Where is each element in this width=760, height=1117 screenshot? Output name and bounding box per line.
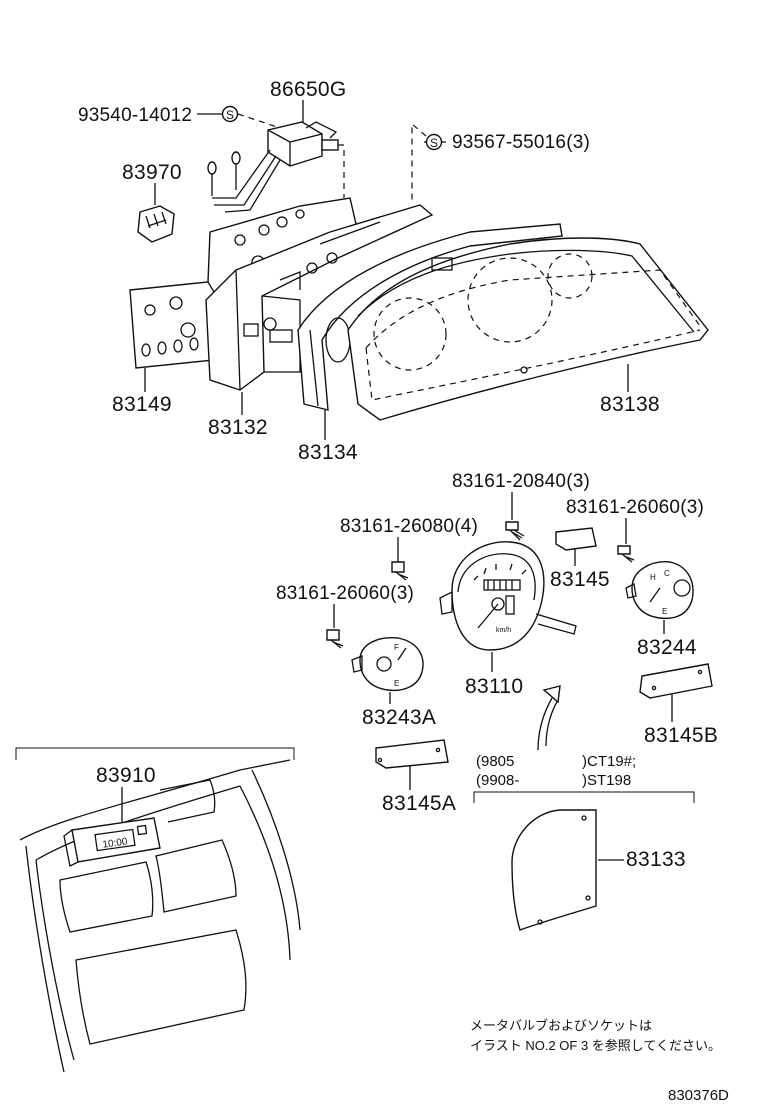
svg-text:E: E [662, 607, 667, 616]
svg-text:S: S [226, 108, 234, 122]
connector-83970-icon [137, 205, 175, 243]
note-line-1: メータバルブおよびソケットは [470, 1018, 652, 1033]
label-83161-26080: 83161-26080(4) [340, 516, 478, 537]
label-83145A: 83145A [382, 792, 456, 815]
label-83138: 83138 [600, 393, 660, 416]
plate-83145A-icon [375, 739, 449, 769]
speedometer-83110-icon: km/h [439, 541, 577, 651]
label-83145: 83145 [550, 568, 610, 591]
label-83910: 83910 [96, 764, 156, 787]
gauge-83243A-icon: F E [351, 637, 424, 692]
curved-arrow-icon [537, 685, 561, 751]
svg-text:H: H [650, 573, 656, 582]
label-86650G: 86650G [270, 78, 347, 101]
label-83145B: 83145B [644, 724, 718, 747]
screw-83161-26060-left-icon [326, 629, 344, 649]
screw-83161-26060-right-icon [617, 545, 635, 563]
label-83149: 83149 [112, 393, 172, 416]
label-83161-26060-right: 83161-26060(3) [566, 497, 704, 518]
svg-text:F: F [394, 643, 399, 652]
clock-inset-bracket [15, 747, 295, 760]
plate-83145B-icon [639, 663, 713, 699]
applicability-row2-to: )ST198 [582, 772, 631, 789]
plate-83133-icon [511, 809, 597, 931]
screw-symbol-icon: S [425, 133, 443, 151]
applicability-bracket [473, 791, 695, 803]
applicability-row1-from: (9805 [476, 753, 514, 770]
bracket-83145-icon [555, 527, 597, 551]
lens-83138-icon [347, 237, 709, 421]
label-93540-14012: 93540-14012 [78, 105, 192, 126]
clock-83910-icon: 10:00 [63, 817, 161, 867]
svg-text:C: C [664, 569, 670, 578]
svg-text:E: E [394, 679, 399, 688]
label-83134: 83134 [298, 441, 358, 464]
screw-symbol-icon: S [221, 105, 239, 123]
gauge-83244-icon: H C E [625, 561, 694, 620]
svg-text:10:00: 10:00 [102, 836, 129, 850]
label-83132: 83132 [208, 416, 268, 439]
svg-text:S: S [430, 136, 438, 150]
screw-83161-26080-icon [391, 561, 409, 581]
label-83244: 83244 [637, 636, 697, 659]
label-83243A: 83243A [362, 706, 436, 729]
label-93567-55016: 93567-55016(3) [452, 132, 590, 153]
applicability-row1-to: )CT19#; [582, 753, 636, 770]
svg-text:km/h: km/h [496, 627, 511, 634]
label-83110: 83110 [465, 675, 523, 698]
label-83161-26060-left: 83161-26060(3) [276, 583, 414, 604]
note-line-2: イラスト NO.2 OF 3 を参照してください。 [470, 1038, 721, 1053]
buzzer-86650G-icon [207, 121, 339, 213]
label-83133: 83133 [626, 848, 686, 871]
applicability-row2-from: (9908- [476, 772, 519, 789]
console-panel-icon [19, 759, 301, 1073]
label-83970: 83970 [122, 161, 182, 184]
screw-83161-20840-icon [505, 521, 525, 541]
illustration-code: 830376D [668, 1087, 729, 1104]
label-83161-20840: 83161-20840(3) [452, 471, 590, 492]
